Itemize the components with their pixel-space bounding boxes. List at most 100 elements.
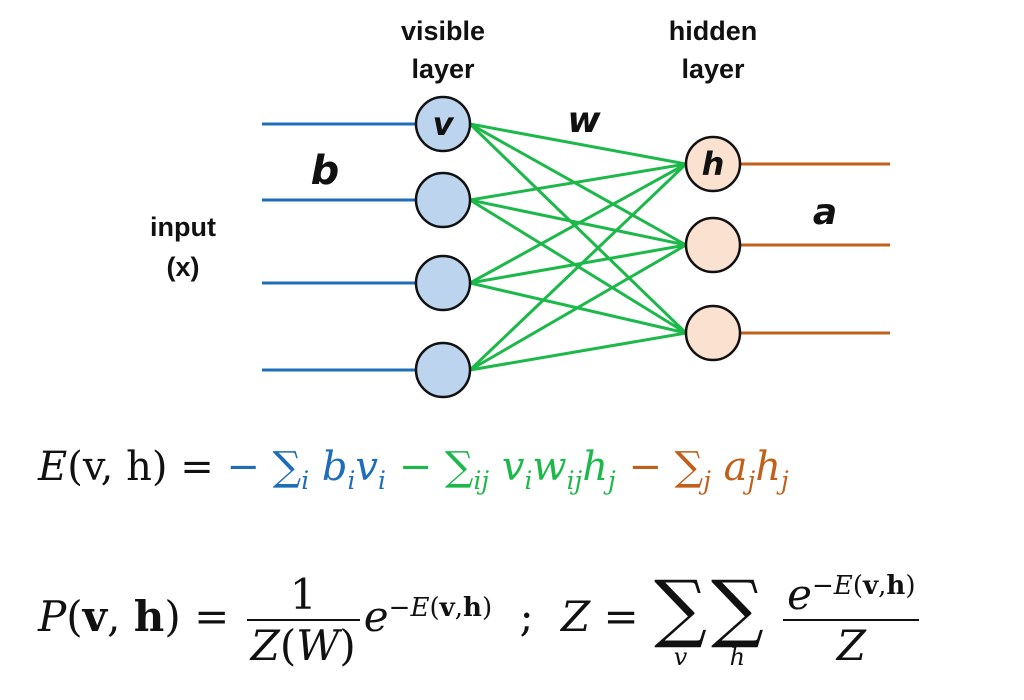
z-frac-v: v xyxy=(862,571,879,601)
prob-equals: = xyxy=(194,592,230,641)
hidden-term-a-sub: j xyxy=(747,466,756,495)
sum-symbol-v: ∑ xyxy=(654,565,707,651)
hidden-term-h-sub: j xyxy=(780,466,789,495)
energy-weight-term: − ∑ij viwijhj xyxy=(398,444,629,495)
hidden-term-h: h xyxy=(755,444,781,490)
exponent: −E(v,h) xyxy=(389,593,493,623)
energy-lhs-open: ( xyxy=(67,444,83,490)
weight-line xyxy=(469,162,687,202)
visible-term-sum: ∑ xyxy=(272,444,302,490)
weight-term-index: ij xyxy=(473,466,490,495)
exp-open: ( xyxy=(429,593,440,623)
sum-limit-h: h xyxy=(729,643,746,671)
visible-term-index: i xyxy=(301,466,310,495)
prob-lhs-func: P xyxy=(38,592,67,641)
Z-lhs: Z xyxy=(561,592,591,641)
weight-term-h: h xyxy=(582,444,609,490)
hidden-term-a: a xyxy=(723,444,748,490)
energy-visible-bias-term: − ∑i bivi xyxy=(226,444,398,495)
visible-unit-letter: v xyxy=(433,105,455,143)
exp-h: h xyxy=(463,593,482,623)
hidden-term-sum: ∑ xyxy=(674,444,704,490)
prob-lhs-h: h xyxy=(133,592,165,641)
visible-bias-label: b xyxy=(311,148,340,194)
weight-line xyxy=(468,122,688,335)
weights-label: w xyxy=(567,100,601,141)
visible-node xyxy=(414,95,472,153)
weight-term-h-sub: j xyxy=(608,466,616,495)
sum-symbol-h: ∑ xyxy=(710,565,764,651)
frac-den-W: W xyxy=(296,621,340,670)
visible-term-b: b xyxy=(321,444,348,490)
weight-line xyxy=(469,122,687,247)
exp-comma: , xyxy=(454,593,464,623)
partition-fraction-denominator: Z(W) xyxy=(247,621,360,670)
weight-term-v-sub: i xyxy=(524,466,533,495)
visible-layer-label-line1: visible xyxy=(401,16,485,46)
weight-term-v: v xyxy=(501,444,525,490)
exp-sign: − xyxy=(388,593,411,623)
hidden-node xyxy=(684,216,742,274)
hidden-bias-label: a xyxy=(813,192,837,233)
z-frac-comma: , xyxy=(878,571,887,601)
weight-line xyxy=(469,162,687,285)
hidden-bias-lines xyxy=(740,162,890,335)
probability-equation: P(v, h) = 1 Z(W) e−E(v,h) ; Z = ∑ v ∑ h … xyxy=(38,570,923,690)
visible-term-v: v xyxy=(355,444,379,490)
energy-hidden-bias-term: − ∑j ajhj xyxy=(628,444,788,495)
z-frac-exponent: −E(v,h) xyxy=(812,571,916,601)
equation-separator: ; xyxy=(519,592,534,641)
hidden-term-sign: − xyxy=(628,444,662,490)
weight-term-w: w xyxy=(532,444,567,490)
weight-connections xyxy=(468,122,688,372)
weight-term-sum: ∑ xyxy=(444,444,474,490)
visible-term-v-sub: i xyxy=(378,466,386,495)
exp-v: v xyxy=(439,593,455,623)
visible-node xyxy=(414,171,472,229)
prob-lhs-comma: , xyxy=(107,592,134,641)
weight-term-sign: − xyxy=(398,444,433,490)
weight-line xyxy=(469,243,687,285)
input-label-line1: input xyxy=(150,212,216,242)
hidden-layer-label-line1: hidden xyxy=(669,16,758,46)
energy-equation: E(v, h) = − ∑i bivi − ∑ij viwijhj − ∑j a… xyxy=(38,444,789,495)
z-frac-close: ) xyxy=(905,571,916,601)
visible-term-b-sub: i xyxy=(347,466,356,495)
visible-layer-nodes xyxy=(414,95,472,399)
z-frac-base: e xyxy=(787,570,812,619)
frac-den-Z: Z xyxy=(250,621,280,670)
weight-line xyxy=(469,243,687,372)
input-label-line2: (x) xyxy=(167,252,200,282)
visible-bias-lines xyxy=(262,122,416,372)
hidden-layer-label-line2: layer xyxy=(681,54,745,84)
weight-line xyxy=(469,122,687,166)
energy-lhs-func: E xyxy=(38,444,68,490)
exp-E: E xyxy=(410,593,430,623)
frac-den-open: ( xyxy=(279,621,297,670)
sum-over-v: ∑ v xyxy=(654,571,707,669)
z-frac-h: h xyxy=(886,571,906,601)
energy-equals: = xyxy=(180,444,214,490)
weight-line xyxy=(468,162,688,372)
frac-den-close: ) xyxy=(339,621,356,670)
Z-fraction-denominator: Z xyxy=(836,621,866,670)
hidden-layer-nodes xyxy=(684,135,742,362)
prob-lhs-close: ) xyxy=(164,592,181,641)
energy-lhs-args: v, h xyxy=(82,444,152,490)
Z-equals: = xyxy=(603,592,639,641)
exp-base: e xyxy=(363,592,389,641)
rbm-network-diagram: v h visible layer hidden layer input (x)… xyxy=(150,16,890,399)
sum-limit-v: v xyxy=(673,643,688,671)
Z-fraction-numerator: e−E(v,h) xyxy=(783,570,920,621)
energy-lhs-close: ) xyxy=(151,444,168,490)
weight-term-w-sub: ij xyxy=(566,466,583,495)
weight-line xyxy=(469,331,687,372)
partition-fraction-numerator: 1 xyxy=(246,570,360,621)
visible-layer-label-line2: layer xyxy=(411,54,475,84)
visible-term-sign: − xyxy=(226,444,260,490)
prob-lhs-open: ( xyxy=(66,592,83,641)
partition-fraction: 1 Z(W) xyxy=(246,570,360,670)
hidden-node xyxy=(684,135,742,193)
z-frac-sign: − xyxy=(811,571,834,601)
hidden-term-index: j xyxy=(703,466,711,495)
